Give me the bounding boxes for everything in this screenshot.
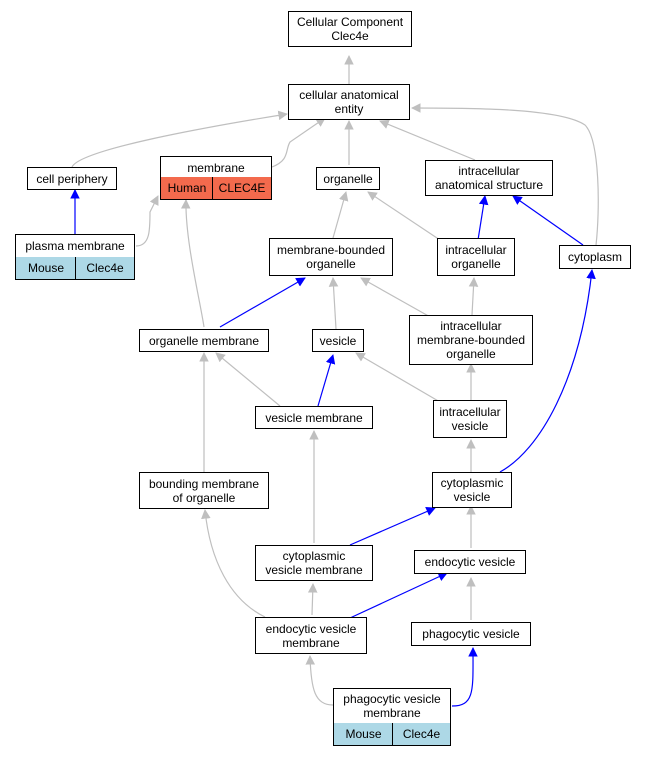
edge-plasma-membrane	[135, 195, 159, 247]
edge-cytoplasm-ics	[512, 195, 584, 246]
node-intracellular-membrane-bounded-organelle[interactable]: intracellular membrane-bounded organelle	[409, 315, 533, 365]
edge-pvm-pv	[451, 647, 478, 707]
node-bounding-membrane-of-organelle[interactable]: bounding membrane of organelle	[139, 472, 269, 509]
node-phagocytic-vesicle-membrane[interactable]: phagocytic vesicle membrane Mouse Clec4e	[333, 688, 451, 746]
edge-membrane-cae	[271, 117, 326, 168]
node-cellular-component[interactable]: Cellular Component Clec4e	[288, 11, 412, 47]
node-endocytic-vesicle[interactable]: endocytic vesicle	[414, 550, 526, 574]
edge-icmbo-mbo	[360, 277, 433, 319]
node-organelle[interactable]: organelle	[316, 167, 380, 190]
edge-ics-cae	[379, 119, 476, 161]
node-phagocytic-vesicle-membrane-label: phagocytic vesicle membrane	[334, 689, 450, 724]
phago-species-cell: Mouse	[334, 723, 393, 745]
node-vesicle[interactable]: vesicle	[312, 329, 364, 352]
node-membrane[interactable]: membrane Human CLEC4E	[160, 156, 272, 200]
edge-icv-vesicle	[355, 352, 441, 403]
node-cytoplasm[interactable]: cytoplasm	[559, 245, 631, 269]
plasma-species-cell: Mouse	[16, 257, 76, 279]
edge-mbo-organelle	[332, 191, 349, 239]
node-membrane-bounded-organelle[interactable]: membrane-bounded organelle	[269, 238, 393, 276]
node-cellular-anatomical-entity[interactable]: cellular anatomical entity	[288, 84, 410, 120]
phago-gene-cell: Clec4e	[392, 723, 450, 745]
edge-evm-ev	[349, 572, 448, 619]
node-intracellular-anatomical-structure[interactable]: intracellular anatomical structure	[425, 160, 553, 196]
edge-cv-cytoplasm	[499, 269, 596, 473]
node-cytoplasmic-vesicle[interactable]: cytoplasmic vesicle	[432, 472, 512, 508]
membrane-species-cell: Human	[161, 177, 213, 199]
node-membrane-label: membrane	[161, 157, 271, 179]
node-endocytic-vesicle-membrane[interactable]: endocytic vesicle membrane	[255, 617, 367, 654]
edge-icmbo-ico	[468, 277, 479, 316]
node-organelle-membrane[interactable]: organelle membrane	[139, 329, 269, 352]
edge-vesicle-mbo	[328, 277, 339, 330]
edge-vm-om	[215, 352, 281, 407]
edge-om-mbo	[219, 277, 306, 328]
edge-pvm-evm	[305, 655, 334, 706]
edge-vm-vesicle	[317, 354, 336, 407]
edge-cytoplasm-cae	[411, 103, 599, 246]
node-vesicle-membrane[interactable]: vesicle membrane	[255, 406, 373, 429]
node-intracellular-organelle[interactable]: intracellular organelle	[437, 238, 515, 276]
edge-ico-ics	[477, 195, 489, 241]
node-cell-periphery[interactable]: cell periphery	[27, 167, 117, 190]
node-cytoplasmic-vesicle-membrane[interactable]: cytoplasmic vesicle membrane	[255, 545, 373, 581]
node-intracellular-vesicle[interactable]: intracellular vesicle	[433, 400, 507, 438]
edge-ico-organelle	[367, 191, 441, 241]
edge-om-membrane	[180, 199, 205, 328]
node-plasma-membrane[interactable]: plasma membrane Mouse Clec4e	[15, 234, 135, 280]
edge-periphery-cae	[71, 110, 288, 168]
edge-evm-bm	[201, 509, 266, 618]
node-plasma-membrane-label: plasma membrane	[16, 235, 134, 258]
membrane-gene-cell: CLEC4E	[212, 177, 271, 199]
edge-evm-cvm	[307, 583, 318, 616]
edge-cvm-cv	[349, 507, 436, 546]
node-phagocytic-vesicle[interactable]: phagocytic vesicle	[411, 622, 531, 646]
plasma-gene-cell: Clec4e	[75, 257, 134, 279]
